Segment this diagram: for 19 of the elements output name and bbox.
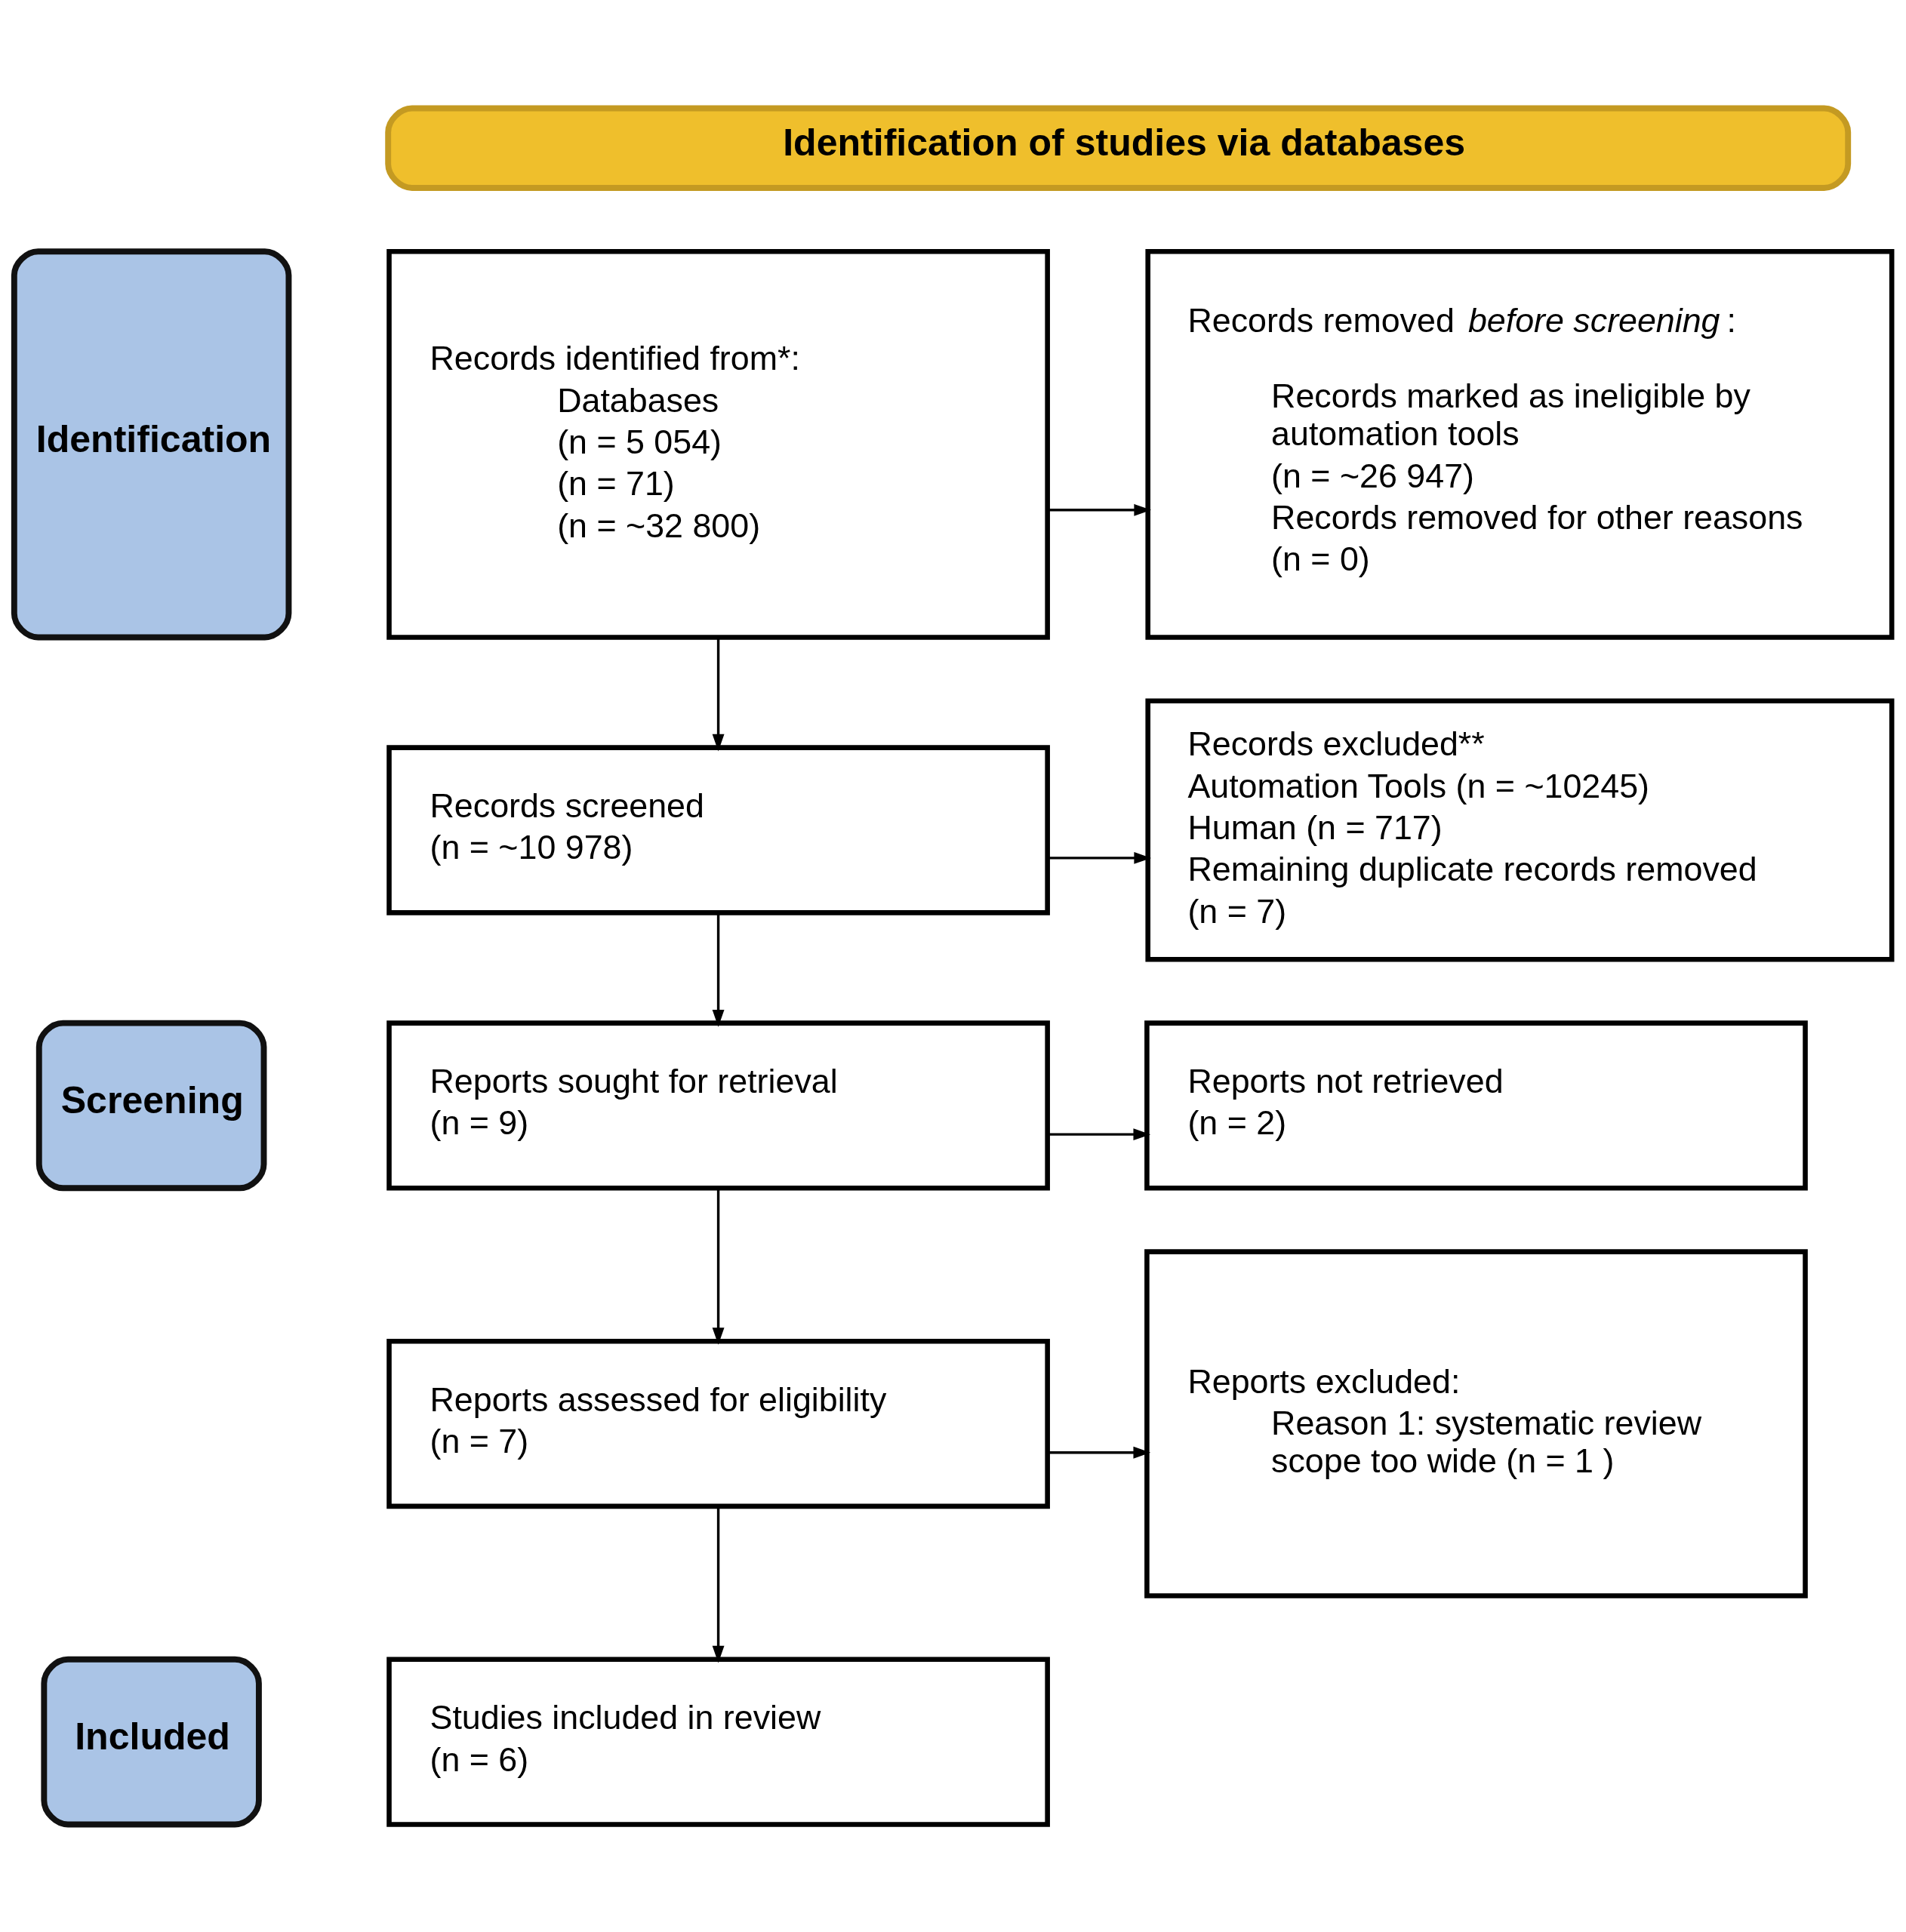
node-box: Records removed before screening: Records marked as ineligible by automation tools (n = ~26 947) Records removed for other reasons (n = 0) [1145, 248, 1895, 640]
node-box: Records identified from*: Databases (n = 5 054) (n = 71) (n = ~32 800) [386, 248, 1050, 640]
node-box: Studies included in review (n = 6) [386, 1656, 1050, 1827]
node-box: Screening [35, 1020, 267, 1191]
node-box: Reports not retrieved (n = 2) [1144, 1020, 1808, 1191]
arrow [1048, 1446, 1151, 1459]
node-box: Reports excluded: Reason 1: systematic review scope too wide (n = 1 ) [1144, 1248, 1808, 1598]
node-box: Identification [11, 248, 292, 640]
arrow [712, 1188, 725, 1345]
node-box: Included [41, 1656, 262, 1827]
node-box: Records excluded** Automation Tools (n = ~10245) Human (n = 717) Remaining duplicate records removed (n = 7) [1145, 697, 1895, 962]
node-box: Records screened (n = ~10 978) [386, 744, 1050, 915]
node-box: Identification of studies via databases [385, 105, 1852, 191]
node-box: Reports assessed for eligibility (n = 7) [386, 1338, 1050, 1509]
arrow [1048, 503, 1152, 516]
node-box: Reports sought for retrieval (n = 9) [386, 1020, 1050, 1191]
arrow [1048, 851, 1152, 864]
arrow [1048, 1128, 1151, 1140]
arrow [712, 912, 725, 1027]
